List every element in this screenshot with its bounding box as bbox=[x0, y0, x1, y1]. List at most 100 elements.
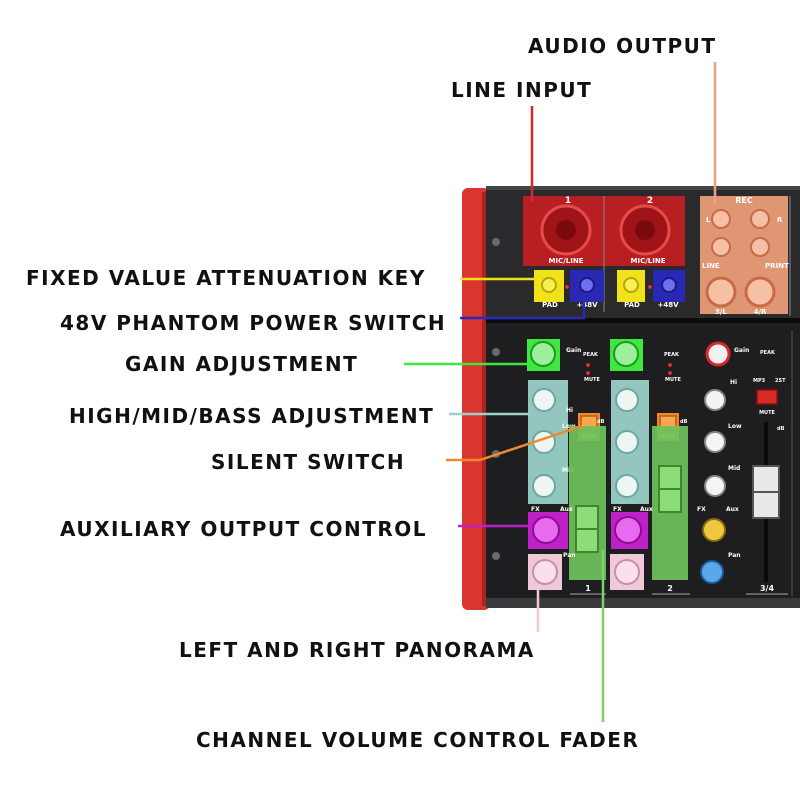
audio-output-label: AUDIO OUTPUT bbox=[528, 34, 717, 58]
fx-label: FX bbox=[697, 506, 706, 513]
pad-label: PAD bbox=[624, 301, 640, 309]
high-mid-bass-adjustment-label: HIGH/MID/BASS ADJUSTMENT bbox=[69, 404, 435, 428]
silent-switch-label: SILENT SWITCH bbox=[211, 450, 406, 474]
phantom-power-leader bbox=[460, 294, 586, 320]
phantom-button-channel-1 bbox=[579, 277, 595, 293]
phantom-led bbox=[648, 285, 652, 289]
pan-knob-channel-1 bbox=[532, 559, 558, 585]
aux-knob-channel-2 bbox=[614, 516, 642, 544]
auxiliary-output-control-label: AUXILIARY OUTPUT CONTROL bbox=[60, 517, 427, 541]
two-st-label: 2ST bbox=[775, 378, 786, 384]
peak-led bbox=[586, 363, 590, 367]
mic-line-label: MIC/LINE bbox=[631, 257, 666, 265]
fx-label: FX bbox=[613, 506, 622, 513]
line-input-label: LINE INPUT bbox=[451, 78, 593, 102]
pad-button-channel-1 bbox=[541, 277, 557, 293]
aux-label: Aux bbox=[726, 506, 739, 513]
eq-mid-label: Mid bbox=[728, 465, 740, 472]
phantom-led bbox=[565, 285, 569, 289]
left-right-panorama-label: LEFT AND RIGHT PANORAMA bbox=[179, 638, 535, 662]
gain-adjustment-label: GAIN ADJUSTMENT bbox=[125, 352, 359, 376]
screw bbox=[492, 348, 500, 356]
rca-jack bbox=[711, 209, 731, 229]
rec-right-label: R bbox=[777, 216, 783, 224]
eq-high-knob-channel-2 bbox=[615, 388, 639, 412]
mp3-label: MP3 bbox=[753, 378, 766, 384]
fixed-value-attenuation-key-label: FIXED VALUE ATTENUATION KEY bbox=[26, 266, 426, 290]
peak-label: PEAK bbox=[583, 352, 599, 358]
peak-label: PEAK bbox=[760, 350, 776, 356]
fader-track-highlight bbox=[569, 426, 606, 580]
screw bbox=[492, 238, 500, 246]
rca-jack bbox=[711, 237, 731, 257]
mixer-top-bezel bbox=[486, 186, 800, 190]
mute-led bbox=[668, 371, 672, 375]
fader-db-label: dB bbox=[680, 419, 688, 425]
channel-2-number: 2 bbox=[647, 196, 653, 206]
stereo-channel-number: 3/4 bbox=[760, 584, 774, 593]
phantom-power-switch-label: 48V PHANTOM POWER SWITCH bbox=[60, 311, 447, 335]
mic-line-label: MIC/LINE bbox=[549, 257, 584, 265]
phantom-button-channel-2 bbox=[661, 277, 677, 293]
xlr-jack-channel-1-center bbox=[556, 220, 576, 240]
aux-knob-channel-1 bbox=[532, 516, 560, 544]
rec-label: REC bbox=[735, 196, 753, 205]
fx-label: FX bbox=[531, 506, 540, 513]
gain-knob-channel-2 bbox=[613, 341, 639, 367]
phantom-label: +48V bbox=[657, 301, 679, 309]
eq-mid-label: Mid bbox=[562, 467, 574, 474]
output-3l-label: 3/L bbox=[715, 308, 727, 316]
output-jack-right bbox=[744, 276, 776, 308]
mute-led-label: MUTE bbox=[584, 377, 600, 383]
stereo-mute-label: MUTE bbox=[759, 410, 775, 416]
aux-label: Aux bbox=[640, 506, 653, 513]
peak-label: PEAK bbox=[664, 352, 680, 358]
mute-led-label: MUTE bbox=[665, 377, 681, 383]
pan-knob-stereo bbox=[700, 560, 724, 584]
channel-1-strip-number: 1 bbox=[585, 584, 591, 593]
gain-label: Gain bbox=[566, 347, 581, 354]
pan-knob-channel-2 bbox=[614, 559, 640, 585]
eq-high-knob-stereo bbox=[704, 389, 726, 411]
gain-label: Gain bbox=[734, 347, 749, 354]
eq-mid-knob-stereo bbox=[704, 431, 726, 453]
pan-label: Pan bbox=[728, 552, 741, 559]
channel-2-strip-number: 2 bbox=[667, 584, 673, 593]
mixer-bottom-edge bbox=[486, 598, 800, 608]
stereo-mute-button bbox=[756, 389, 778, 405]
silent-switch-leader bbox=[446, 424, 583, 462]
eq-low-knob-channel-1 bbox=[532, 474, 556, 498]
eq-low-knob-stereo bbox=[704, 475, 726, 497]
eq-low-label: Low bbox=[562, 423, 576, 430]
eq-low-label: Low bbox=[728, 423, 742, 430]
pan-label: Pan bbox=[563, 552, 576, 559]
screw bbox=[492, 552, 500, 560]
xlr-jack-channel-2-center bbox=[635, 220, 655, 240]
output-4r-label: 4/R bbox=[754, 308, 767, 316]
aux-label: Aux bbox=[560, 506, 573, 513]
line-label: LINE bbox=[702, 262, 720, 270]
output-jack-left bbox=[705, 276, 737, 308]
pad-label: PAD bbox=[542, 301, 558, 309]
fader-db-label: dB bbox=[597, 419, 605, 425]
peak-led bbox=[668, 363, 672, 367]
print-label: PRINT bbox=[765, 262, 789, 270]
pad-button-channel-2 bbox=[623, 277, 639, 293]
eq-hi-label: Hi bbox=[730, 379, 737, 386]
mute-led bbox=[586, 371, 590, 375]
rca-jack bbox=[750, 237, 770, 257]
channel-volume-fader-label: CHANNEL VOLUME CONTROL FADER bbox=[196, 728, 640, 752]
mixer-surface-divider bbox=[486, 318, 800, 323]
gain-knob-channel-1 bbox=[530, 341, 556, 367]
fader-db-label: dB bbox=[777, 426, 785, 432]
rca-jack bbox=[750, 209, 770, 229]
eq-mid-knob-channel-2 bbox=[615, 430, 639, 454]
aux-knob-stereo bbox=[702, 518, 726, 542]
eq-low-knob-channel-2 bbox=[615, 474, 639, 498]
eq-high-knob-channel-1 bbox=[532, 388, 556, 412]
eq-hi-label: Hi bbox=[566, 407, 573, 414]
gain-knob-stereo bbox=[705, 341, 731, 367]
phantom-label: +48V bbox=[576, 301, 598, 309]
